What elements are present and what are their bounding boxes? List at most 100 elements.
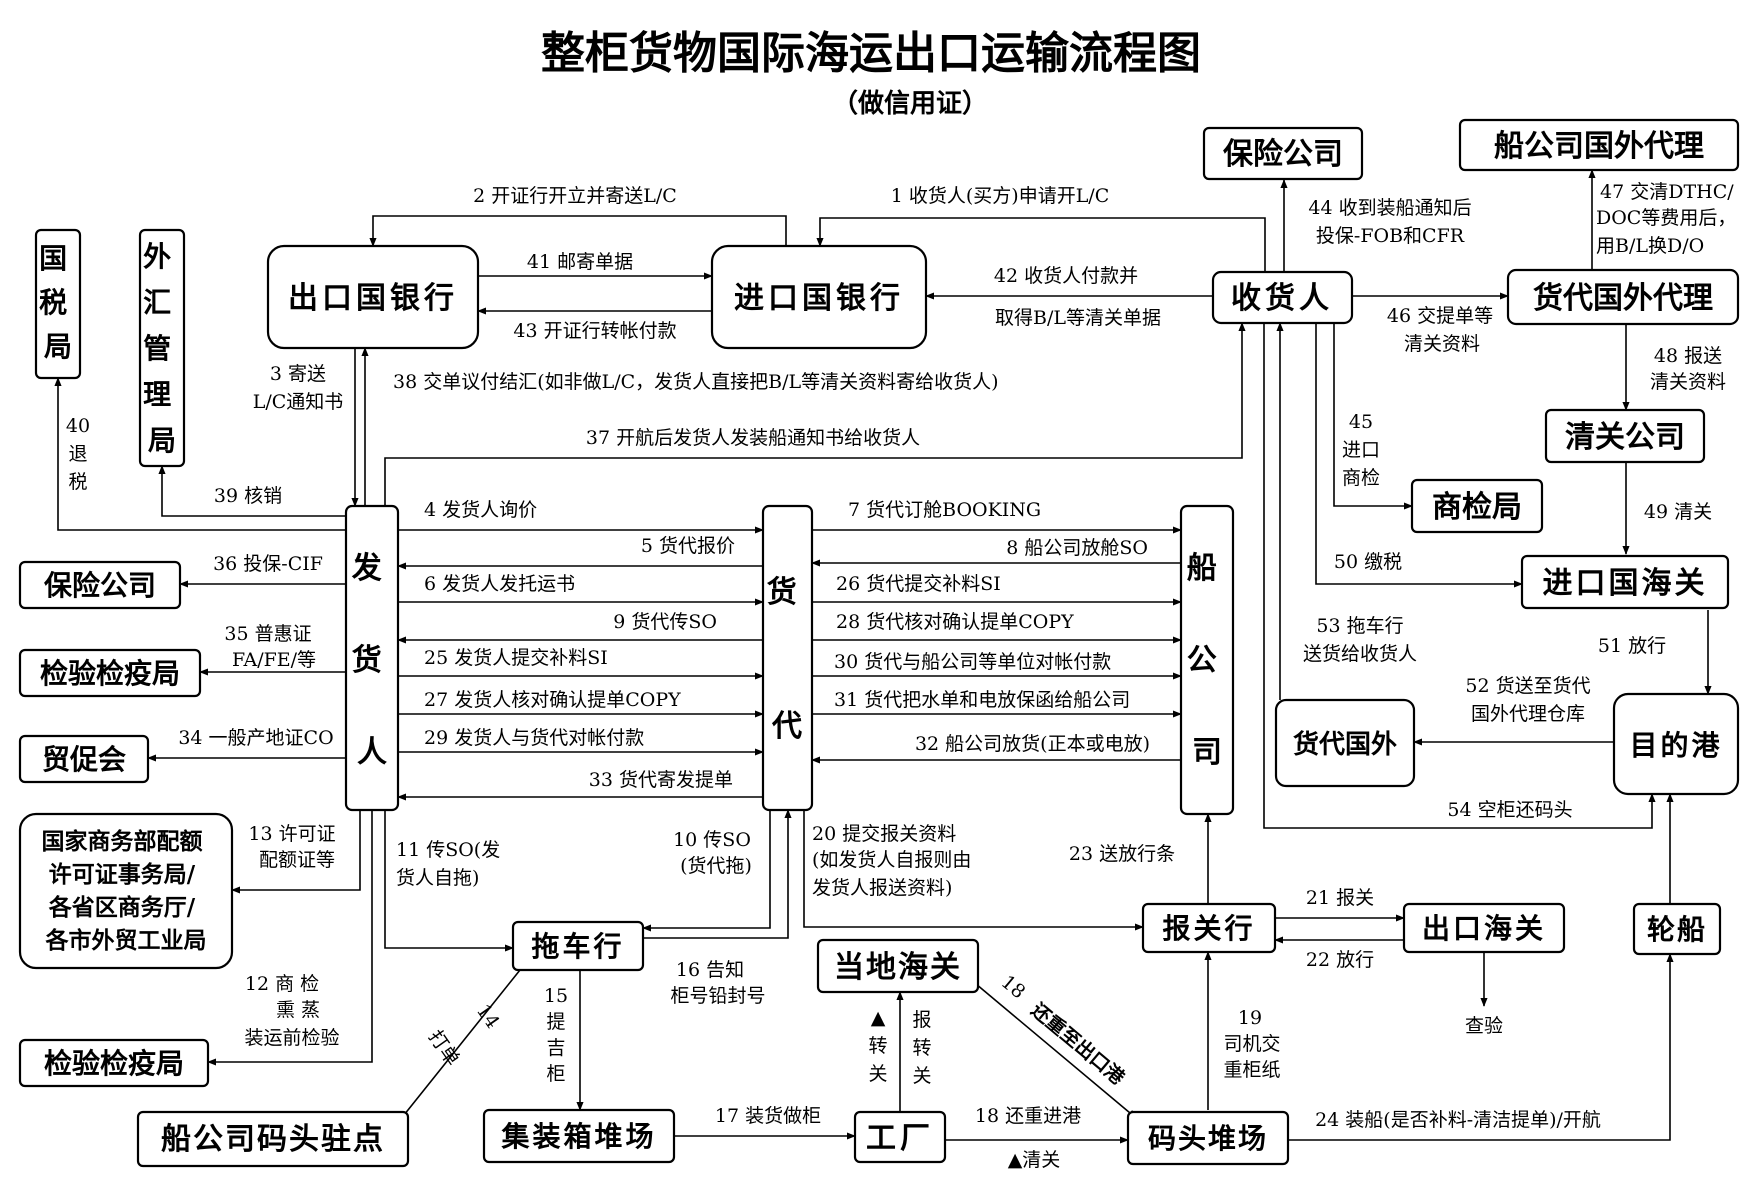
label-e47c: 用B/L换D/O — [1596, 235, 1704, 257]
node-fahuoren-c3: 人 — [357, 735, 387, 770]
nodes: 国 税 局 外 汇 管 理 局 出口国银行 进口国银行 收货人 保险公司 船公司… — [18, 118, 1740, 1168]
node-jk-customs-label: 进口国海关 — [1543, 566, 1708, 601]
node-lunchuan-label: 轮船 — [1647, 913, 1707, 946]
label-e19-1: 19 — [1238, 1007, 1262, 1029]
label-e49: 49 清关 — [1644, 501, 1712, 523]
node-fahuoren-c2: 货 — [352, 643, 382, 678]
node-shangwubu — [18, 812, 234, 970]
label-e23: 23 送放行条 — [1069, 843, 1175, 865]
node-tuoche-label: 拖车行 — [531, 930, 624, 963]
label-e20c: 发货人报送资料) — [812, 877, 952, 899]
label-baozhuanguan-1: 报 — [912, 1009, 931, 1031]
node-huodai-agent-label: 货代国外代理 — [1533, 281, 1713, 316]
node-ckbank — [266, 244, 480, 350]
label-e40-1: 40 — [66, 415, 90, 437]
label-e29: 29 发货人与货代对帐付款 — [424, 727, 644, 749]
label-e25: 25 发货人提交补料SI — [424, 647, 608, 669]
edge-39 — [158, 465, 346, 517]
node-huodai-c2: 代 — [771, 709, 802, 744]
label-e36: 36 投保-CIF — [213, 553, 323, 575]
label-e19-2: 司机交 — [1223, 1033, 1280, 1055]
node-chuangongsi-agent — [1458, 118, 1740, 172]
svg-text:国家商务部配额 许可证事务局/ 各省: 国家商务部配额 许可证事务局/ 各省区商务厅/ 各市外贸工业局 — [41, 828, 210, 954]
node-baoxian-left-label: 保险公司 — [44, 569, 156, 602]
label-e3b: L/C通知书 — [253, 391, 344, 413]
node-difang-customs — [816, 938, 980, 994]
node-waihuiju-c2: 汇 — [143, 286, 171, 319]
node-shouhuoren — [1211, 270, 1354, 325]
label-e13b: 配额证等 — [259, 849, 335, 871]
node-chuandian-label: 船公司码头驻点 — [161, 1122, 385, 1157]
label-e48b: 清关资料 — [1650, 371, 1726, 393]
label-e12a: 12 商 检 — [245, 973, 319, 995]
node-chuangongsi-c3: 司 — [1192, 735, 1222, 770]
node-chuandian — [136, 1110, 410, 1168]
label-baozhuanguan-2: 转 — [912, 1037, 931, 1059]
node-jk-customs — [1520, 554, 1730, 610]
label-e11b: 货人自拖) — [396, 867, 479, 889]
label-e54: 54 空柜还码头 — [1447, 799, 1572, 821]
node-shangwubu-l4: 各市外贸工业局 — [45, 927, 207, 954]
edge-37 — [384, 322, 1246, 506]
node-shangjian-label: 商检局 — [1432, 490, 1522, 525]
edge-20 — [803, 810, 1144, 931]
edge-11 — [384, 810, 514, 952]
edge-24 — [1288, 953, 1674, 1141]
edge-18-diag — [975, 983, 1137, 1119]
label-e44a: 44 收到装船通知后 — [1308, 197, 1471, 219]
edge-54 — [1263, 323, 1656, 829]
edge-13 — [231, 810, 361, 894]
edge-45 — [1333, 323, 1413, 510]
node-waihuiju-c3: 管 — [143, 332, 171, 365]
node-guoshuiju-c2: 税 — [39, 286, 67, 319]
label-e48a: 48 报送 — [1654, 345, 1722, 367]
label-e44b: 投保-FOB和CFR — [1316, 225, 1465, 247]
node-mudigang — [1612, 692, 1740, 796]
edge-1 — [816, 217, 1266, 276]
node-matou-label: 码头堆场 — [1148, 1122, 1268, 1155]
edge-50 — [1315, 323, 1523, 588]
label-zhuanguan-2: 转 — [868, 1035, 887, 1057]
label-e47a: 47 交清DTHC/ — [1600, 181, 1734, 203]
node-huodai-foreign-label: 货代国外 — [1293, 729, 1397, 760]
label-e27: 27 发货人核对确认提单COPY — [424, 689, 681, 711]
label-e18: 18 还重进港 — [975, 1105, 1081, 1127]
label-e35b: FA/FE/等 — [232, 649, 316, 671]
label-e18c: 还重至出口港 — [1026, 998, 1130, 1090]
label-e17: 17 装货做柜 — [715, 1105, 821, 1127]
node-huodai-c1: 货 — [767, 575, 797, 610]
label-e14a: 14 — [472, 1000, 504, 1032]
page-subtitle: （做信用证） — [832, 89, 988, 119]
node-jianyi1-label: 检验检疫局 — [40, 657, 180, 690]
label-e53a: 53 拖车行 — [1316, 615, 1403, 637]
label-e15-3: 吉 — [546, 1037, 565, 1059]
label-e10a: 10 传SO — [673, 829, 751, 851]
label-qingguan: ▲清关 — [1008, 1149, 1061, 1171]
node-shangwubu-l2: 许可证事务局/ — [49, 861, 196, 888]
label-e45-2: 进口 — [1342, 439, 1380, 461]
label-e32: 32 船公司放货(正本或电放) — [915, 733, 1150, 755]
node-jizhuangxiang — [482, 1108, 676, 1164]
node-ck-customs-label: 出口海关 — [1422, 912, 1546, 945]
label-e52b: 国外代理仓库 — [1471, 703, 1585, 725]
edge-12 — [207, 810, 373, 1066]
node-mudigang-label: 目的港 — [1629, 729, 1722, 762]
label-e53b: 送货给收货人 — [1303, 643, 1417, 665]
label-e20b: (如发货人自报则由 — [812, 849, 971, 871]
label-e10b: (货代拖) — [680, 855, 752, 877]
label-e24: 24 装船(是否补料-清洁提单)/开航 — [1315, 1109, 1601, 1131]
node-waihuiju — [138, 228, 186, 468]
label-e1: 1 收货人(买方)申请开L/C — [891, 185, 1110, 207]
label-e7: 7 货代订舱BOOKING — [848, 499, 1041, 521]
label-e2: 2 开证行开立并寄送L/C — [473, 185, 677, 207]
label-e41: 41 邮寄单据 — [527, 251, 633, 273]
edge-2 — [369, 215, 787, 247]
svg-text:发 货 人: 发 货 人 — [351, 551, 392, 770]
label-e42b: 取得B/L等清关单据 — [995, 307, 1161, 329]
label-e21: 21 报关 — [1306, 887, 1374, 909]
label-e39: 39 核销 — [214, 485, 282, 507]
node-maocuhui — [18, 734, 150, 784]
node-matou — [1126, 1110, 1290, 1166]
node-gongchang — [853, 1110, 947, 1164]
label-e19-3: 重柜纸 — [1223, 1059, 1280, 1081]
